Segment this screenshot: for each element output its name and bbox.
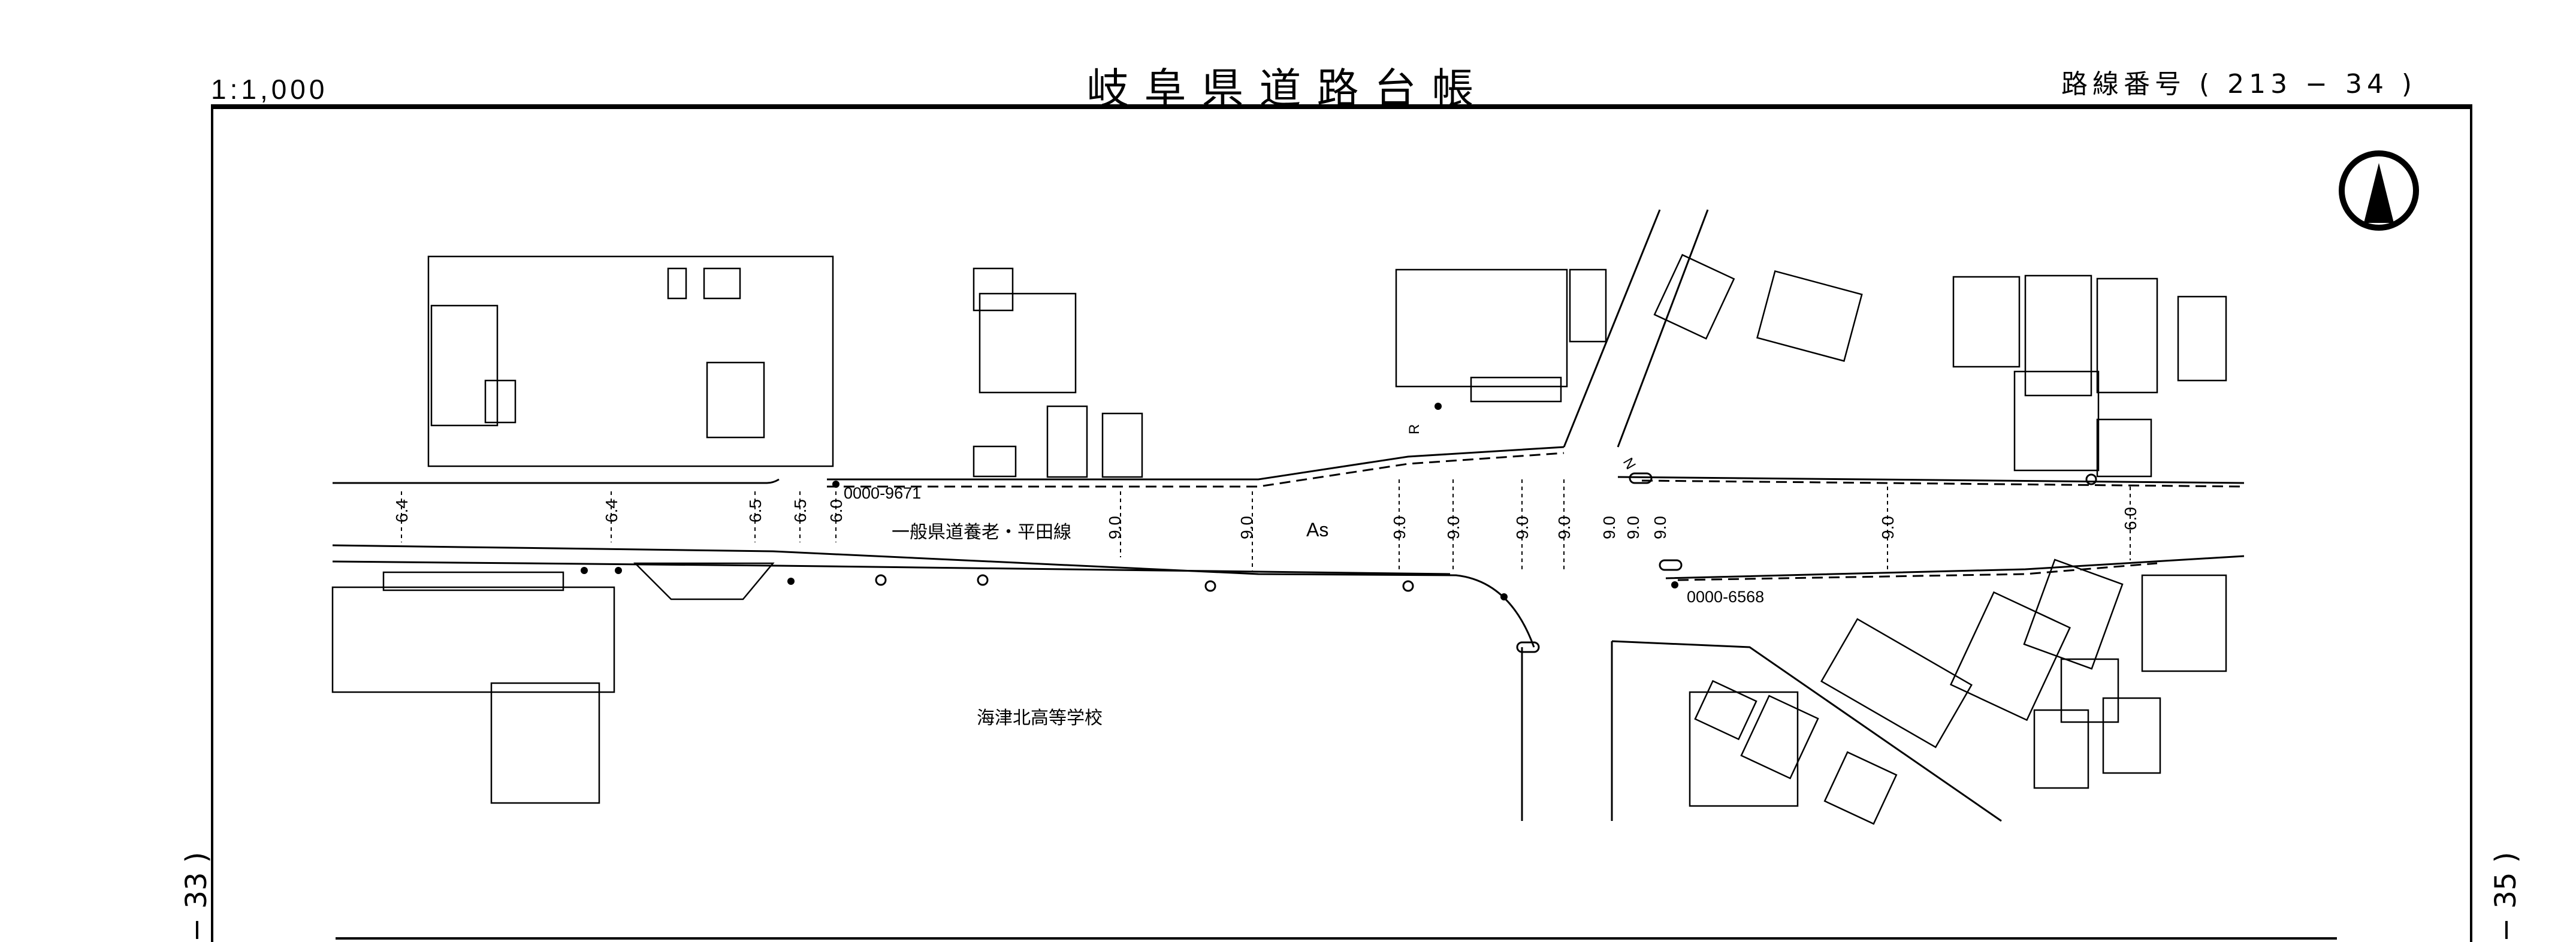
- width-labels: 6.4 6.4 6.5 6.5 6.0 9.0 9.0 9.0 9.0 9.0 …: [392, 499, 2140, 539]
- width-label: 9.0: [1106, 516, 1124, 539]
- width-label: 9.0: [1879, 516, 1897, 539]
- width-label: 9.0: [1624, 516, 1642, 539]
- north-arrow-icon: [2339, 150, 2419, 231]
- school-label: 海津北高等学校: [977, 708, 1103, 729]
- width-label: 9.0: [1555, 516, 1574, 539]
- boundary-dashes: [827, 452, 2245, 581]
- width-label: 9.0: [1390, 516, 1409, 539]
- width-label: 6.4: [602, 499, 621, 523]
- manhole-markers: [875, 472, 2097, 653]
- boundary-marker-label: 0000-9671: [844, 484, 921, 502]
- width-ticks: [401, 479, 2131, 572]
- width-label: 6.5: [791, 499, 810, 523]
- map-frame: [211, 107, 2472, 942]
- route-number: 路線番号 ( 213 − 34 ): [2061, 69, 2417, 99]
- width-label: 6.0: [2121, 507, 2140, 530]
- surface-label: As: [1306, 519, 1328, 541]
- width-label: 9.0: [1651, 516, 1669, 539]
- width-label: 6.4: [392, 499, 411, 523]
- road-edges: [332, 209, 2245, 822]
- r-mark: R: [1406, 424, 1423, 434]
- n-mark: N: [1620, 455, 1639, 473]
- width-label: 6.5: [746, 499, 765, 523]
- map-scale: 1:1,000: [211, 74, 328, 105]
- width-label: 9.0: [1513, 516, 1532, 539]
- width-label: 6.0: [827, 499, 845, 523]
- point-markers: [581, 403, 1678, 600]
- road-name-label: 一般県道養老・平田線: [892, 522, 1071, 543]
- buildings: [331, 253, 2227, 825]
- width-label: 9.0: [1237, 516, 1256, 539]
- boundary-marker-label: 0000-6568: [1687, 588, 1764, 606]
- width-label: 9.0: [1444, 516, 1463, 539]
- width-label: 9.0: [1600, 516, 1618, 539]
